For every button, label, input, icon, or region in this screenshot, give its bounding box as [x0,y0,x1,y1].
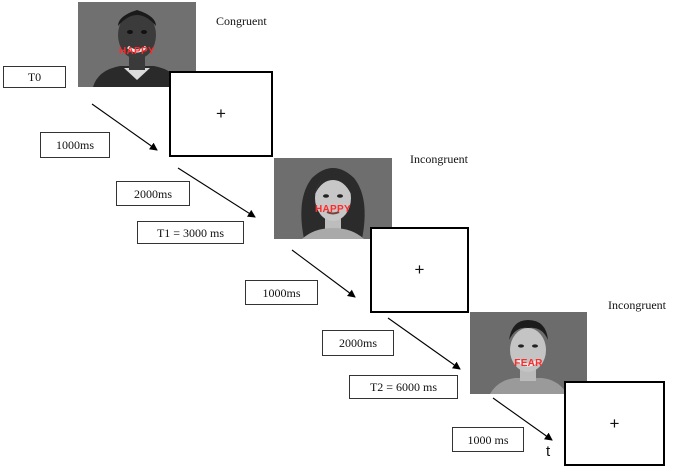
face-1-illustration [78,2,196,87]
fixation-cross-1: + [216,104,226,123]
condition-label-3: Incongruent [608,298,666,312]
fixation-screen-2: + [370,227,469,313]
fixation-screen-1: + [169,71,273,157]
face-2-illustration [274,158,392,239]
condition-label-2: Incongruent [410,152,468,166]
emotion-word-2: HAPPY [315,204,351,215]
fixation-cross-3: + [609,413,620,433]
time-box-1000ms-2: 1000ms [245,280,318,305]
face-3-illustration [470,312,587,394]
face-photo-2: HAPPY [274,158,392,239]
arrow-4 [387,317,461,370]
time-box-t0: T0 [3,66,66,88]
time-box-t1: T1 = 3000 ms [137,221,244,244]
emotion-word-1: HAPPY [119,46,155,57]
emotion-word-3: FEAR [514,358,543,369]
condition-label-1: Congruent [216,14,267,28]
time-box-2000ms-2: 2000ms [322,330,394,356]
time-box-1000ms-3: 1000 ms [452,427,524,452]
face-photo-3: FEAR [470,312,587,394]
time-box-1000ms-1: 1000ms [40,132,110,158]
face-photo-1: HAPPY [78,2,196,87]
time-box-t2: T2 = 6000 ms [349,375,458,399]
fixation-screen-3: + [564,381,665,466]
time-box-2000ms-1: 2000ms [116,181,190,206]
time-axis-label: t [546,443,551,460]
fixation-cross-2: + [414,260,425,279]
